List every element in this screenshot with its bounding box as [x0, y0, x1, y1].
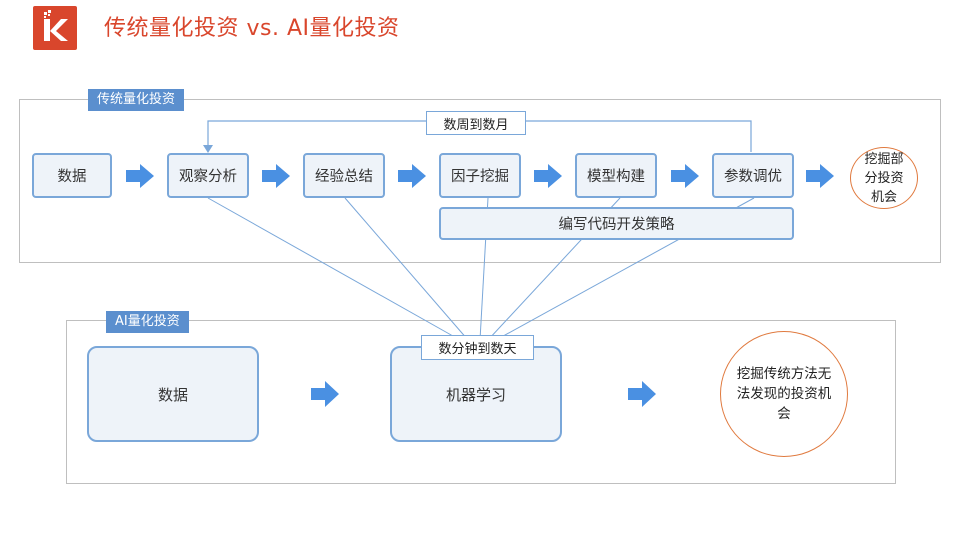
flow-arrow-icon: [671, 164, 699, 188]
flow-arrow-icon: [398, 164, 426, 188]
step-model-building: 模型构建: [575, 153, 657, 198]
step-factor-mining: 因子挖掘: [439, 153, 521, 198]
traditional-outcome: 挖掘部分投资机会: [850, 147, 918, 209]
ai-outcome-text: 挖掘传统方法无法发现的投资机会: [736, 366, 832, 422]
loop-duration-label: 数周到数月: [426, 111, 526, 135]
traditional-section-label: 传统量化投资: [88, 89, 185, 111]
step-data: 数据: [32, 153, 112, 198]
page-title: 传统量化投资 vs. AI量化投资: [104, 16, 400, 41]
step-parameter-tuning: 参数调优: [712, 153, 794, 198]
flow-arrow-icon: [262, 164, 290, 188]
flow-arrow-icon: [311, 381, 339, 407]
flow-arrow-icon: [534, 164, 562, 188]
ai-step-machine-learning: 机器学习: [390, 346, 562, 442]
ai-outcome: 挖掘传统方法无法发现的投资机会: [720, 331, 848, 457]
step-observe-analyze: 观察分析: [167, 153, 249, 198]
flow-arrow-icon: [126, 164, 154, 188]
step-experience-summary: 经验总结: [303, 153, 385, 198]
code-strategy-bar: 编写代码开发策略: [439, 207, 794, 240]
ai-duration-label: 数分钟到数天: [421, 335, 534, 360]
ai-step-data: 数据: [87, 346, 259, 442]
ai-section-label: AI量化投资: [106, 311, 189, 333]
brand-logo: [33, 6, 77, 50]
flow-arrow-icon: [628, 381, 656, 407]
traditional-outcome-text: 挖掘部分投资机会: [864, 151, 904, 205]
k-logo-icon: [44, 10, 68, 41]
flow-arrow-icon: [806, 164, 834, 188]
